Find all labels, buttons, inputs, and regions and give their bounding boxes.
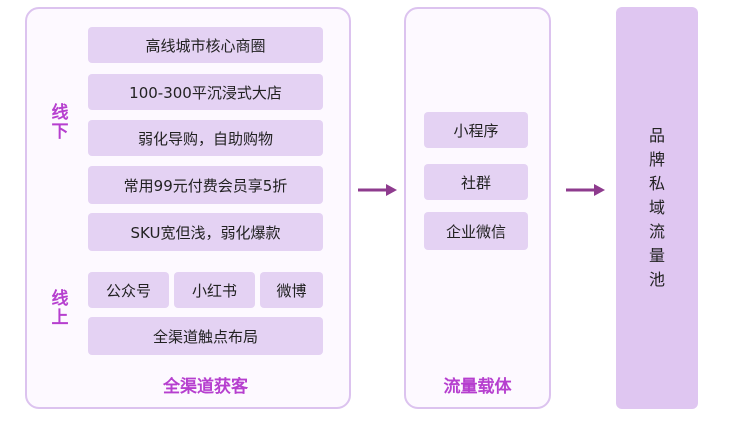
offline-item-2: 100-300平沉浸式大店 [88,74,323,110]
online-label: 线上 [51,289,69,328]
arrow-right-icon [358,184,397,196]
traffic-carrier-panel [404,7,551,409]
traffic-carrier-title: 流量载体 [443,377,512,397]
offline-item-3: 弱化导购，自助购物 [88,120,323,156]
carrier-wecom: 企业微信 [424,212,528,250]
offline-item-1: 高线城市核心商圈 [88,27,323,63]
arrow-right-icon [566,184,605,196]
acquisition-title: 全渠道获客 [163,377,248,397]
private-traffic-pool-label: 品牌私域流量池 [648,126,665,289]
offline-item-5: SKU宽但浅，弱化爆款 [88,213,323,251]
online-channel-xiaohongshu: 小红书 [174,272,255,308]
carrier-mini-program: 小程序 [424,112,528,148]
online-layout-box: 全渠道触点布局 [88,317,323,355]
online-channel-wechat-official: 公众号 [88,272,169,308]
carrier-community: 社群 [424,164,528,200]
online-channel-weibo: 微博 [260,272,323,308]
offline-item-4: 常用99元付费会员享5折 [88,166,323,204]
private-traffic-pool: 品牌私域流量池 [616,7,698,409]
offline-label: 线下 [51,103,69,142]
